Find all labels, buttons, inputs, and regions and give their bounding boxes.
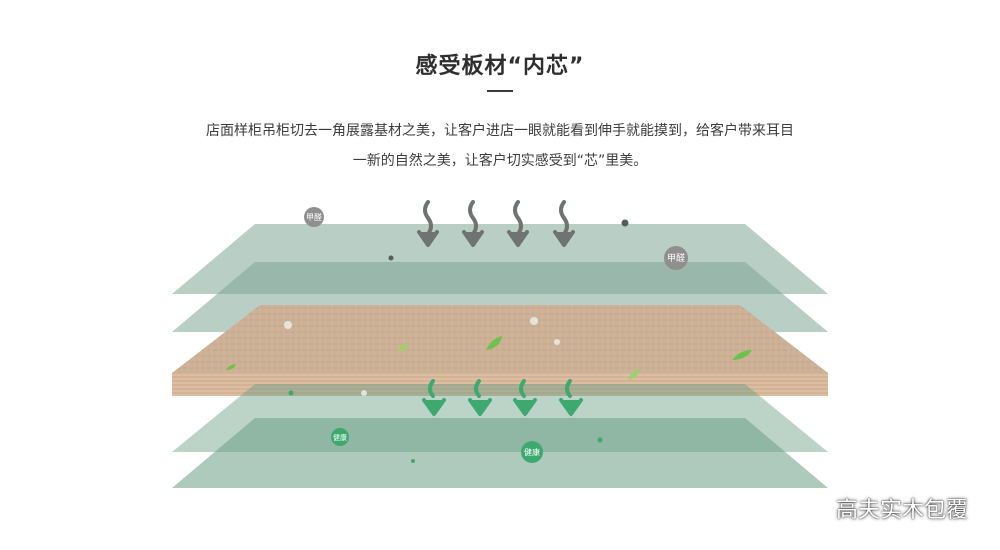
formaldehyde-label-2: 甲醛	[667, 252, 685, 264]
health-label-2: 健康	[524, 447, 540, 457]
formaldehyde-badge-1: 甲醛	[304, 207, 324, 227]
particle	[597, 437, 603, 443]
watermark-text: 高夫实木包覆	[835, 498, 968, 523]
bubble	[284, 321, 292, 329]
page-title: 感受板材“内芯”	[415, 54, 585, 79]
leaf-icon	[486, 336, 502, 350]
green-arrow-1	[422, 379, 446, 416]
leaf-icon	[732, 350, 752, 360]
particle	[621, 219, 629, 227]
gray-arrow-2	[462, 200, 484, 247]
gray-arrow-4	[553, 200, 575, 247]
board-front-edge	[172, 373, 828, 396]
description-line-1: 店面样柜吊柜切去一角展露基材之美，让客户进店一眼就能看到伸手就能摸到，给客户带来…	[206, 123, 794, 139]
leaf-icon	[628, 369, 640, 380]
health-badge-2: 健康	[521, 441, 543, 463]
bottom-layer-2	[172, 418, 828, 488]
watermark: 高夫实木包覆	[798, 492, 968, 524]
bubble	[554, 339, 560, 345]
gray-arrow-1	[417, 200, 439, 247]
gray-arrow-3	[507, 200, 529, 247]
green-arrow-2	[468, 379, 492, 416]
leaf-icon	[398, 343, 408, 352]
particle	[388, 255, 394, 261]
formaldehyde-label-1: 甲醛	[306, 212, 322, 222]
particle	[411, 459, 415, 463]
description: 店面样柜吊柜切去一角展露基材之美，让客户进店一眼就能看到伸手就能摸到，给客户带来…	[150, 116, 850, 176]
health-label-1: 健康	[333, 433, 347, 442]
green-arrow-4	[559, 379, 583, 416]
bubble	[361, 390, 367, 396]
bubble	[530, 317, 538, 325]
wechat-icon	[799, 497, 826, 519]
green-arrow-3	[513, 379, 537, 416]
health-badge-1: 健康	[331, 428, 349, 446]
leaf-icon	[226, 364, 236, 370]
particle	[288, 390, 294, 396]
title-underline	[487, 90, 513, 92]
description-line-2: 一新的自然之美，让客户切实感受到“芯”里美。	[352, 153, 648, 169]
formaldehyde-badge-2: 甲醛	[664, 246, 688, 270]
